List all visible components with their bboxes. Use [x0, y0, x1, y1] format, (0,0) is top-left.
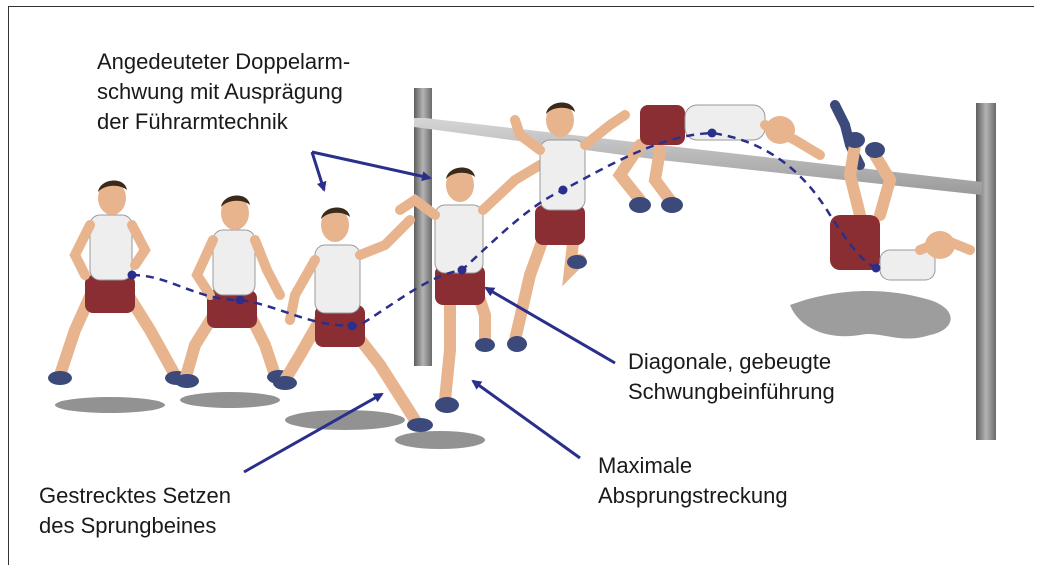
- label-plant-line-1: Gestrecktes Setzen: [39, 481, 231, 511]
- arrow-takeoff: [473, 381, 580, 458]
- right-post: [976, 103, 996, 440]
- arrow-swing-leg: [486, 288, 615, 363]
- label-takeoff-line-1: Maximale: [598, 451, 788, 481]
- athlete-figure-3: [273, 207, 433, 432]
- label-arm-swing: Angedeuteter Doppelarm- schwung mit Ausp…: [97, 47, 350, 137]
- label-arm-swing-line-2: schwung mit Ausprägung: [97, 77, 350, 107]
- athlete-figure-1: [48, 180, 189, 385]
- label-swing-leg-line-1: Diagonale, gebeugte: [628, 347, 835, 377]
- label-takeoff-line-2: Absprungstreckung: [598, 481, 788, 511]
- label-takeoff: Maximale Absprungstreckung: [598, 451, 788, 511]
- left-post: [414, 88, 432, 366]
- label-arm-swing-line-3: der Führarmtechnik: [97, 107, 350, 137]
- label-swing-leg: Diagonale, gebeugte Schwungbeinführung: [628, 347, 835, 407]
- label-arm-swing-line-1: Angedeuteter Doppelarm-: [97, 47, 350, 77]
- arrow-arm-swing-1: [312, 152, 324, 190]
- arrow-arm-swing-2: [312, 152, 430, 178]
- label-plant-line-2: des Sprungbeines: [39, 511, 231, 541]
- label-plant: Gestrecktes Setzen des Sprungbeines: [39, 481, 231, 541]
- athlete-figure-7: [830, 132, 970, 280]
- label-swing-leg-line-2: Schwungbeinführung: [628, 377, 835, 407]
